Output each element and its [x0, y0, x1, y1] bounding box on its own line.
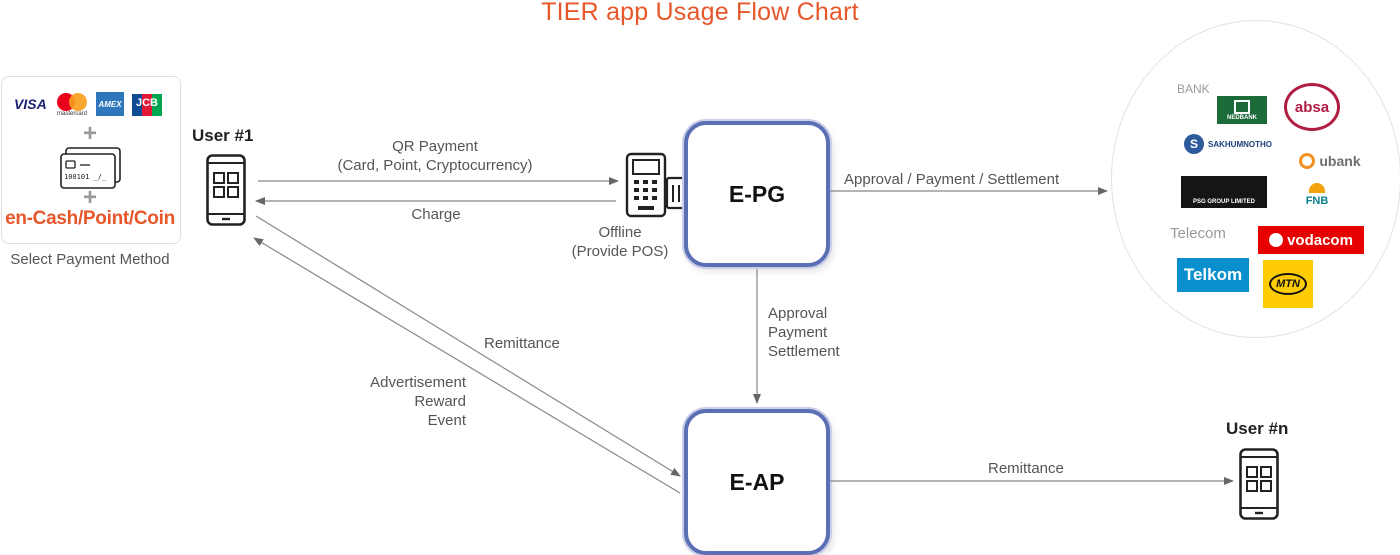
- vertical-payment-label: Payment: [768, 324, 828, 341]
- event-label: Event: [427, 412, 466, 429]
- user1-label: User #1: [192, 126, 254, 145]
- remittance-right-label: Remittance: [988, 460, 1064, 477]
- fnb-logo: FNB: [1300, 180, 1334, 210]
- bank-group-label: BANK: [1177, 82, 1210, 96]
- credit-card-icon: 100101 _/_: [60, 147, 122, 191]
- qr-payment-detail-label: (Card, Point, Cryptocurrency): [337, 157, 533, 174]
- approval-settlement-label: Approval / Payment / Settlement: [844, 171, 1060, 188]
- telecom-group-label: Telecom: [1170, 225, 1226, 242]
- mastercard-logo: mastercard: [54, 92, 90, 118]
- psg-logo: PSG GROUP LIMITED: [1181, 176, 1267, 208]
- absa-logo: absa: [1284, 83, 1340, 131]
- mtn-logo: MTN: [1263, 260, 1313, 308]
- sakhumnotho-logo: S SAKHUMNOTHO: [1184, 131, 1284, 157]
- qr-payment-label: QR Payment: [392, 138, 478, 155]
- payment-method-text: en-Cash/Point/Coin: [5, 208, 175, 229]
- ubank-logo: ubank: [1287, 148, 1373, 174]
- vodacom-logo: vodacom: [1258, 226, 1364, 254]
- usern-label: User #n: [1226, 419, 1289, 438]
- plus-icon: +: [82, 184, 97, 211]
- vertical-approval-label: Approval: [768, 305, 828, 322]
- visa-logo: VISA: [14, 96, 47, 112]
- remittance-diagonal-label: Remittance: [484, 335, 560, 352]
- nedbank-logo: NEDBANK: [1217, 96, 1267, 124]
- pos-terminal-icon: [622, 152, 692, 218]
- telkom-logo: Telkom: [1177, 258, 1249, 292]
- select-payment-caption: Select Payment Method: [10, 251, 170, 268]
- amex-logo: AMEX: [96, 92, 124, 116]
- reward-label: Reward: [414, 393, 466, 410]
- pos-label-line2: (Provide POS): [571, 243, 669, 260]
- jcb-logo: JCB: [132, 94, 162, 116]
- reward-to-user-arrow: [253, 237, 681, 494]
- advertisement-label: Advertisement: [370, 374, 466, 391]
- epg-node[interactable]: E-PG: [684, 121, 830, 267]
- charge-label: Charge: [411, 206, 461, 223]
- pos-label-line1: Offline: [598, 224, 642, 241]
- vertical-settlement-label: Settlement: [768, 343, 840, 360]
- plus-icon: +: [82, 120, 97, 147]
- usern-phone-icon[interactable]: [1239, 448, 1279, 520]
- page-title: TIER app Usage Flow Chart: [541, 0, 859, 26]
- eap-node[interactable]: E-AP: [684, 409, 830, 555]
- user1-phone-icon[interactable]: [206, 154, 246, 226]
- remittance-to-eap-arrow: [255, 215, 681, 477]
